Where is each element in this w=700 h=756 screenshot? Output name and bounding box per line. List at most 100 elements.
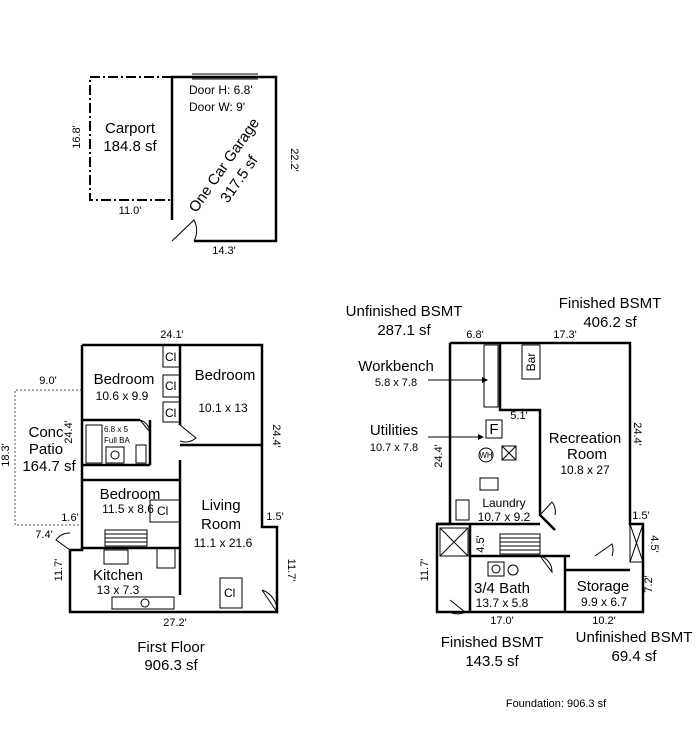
bsmt-window-x2 [629, 523, 644, 563]
kitchen-name: Kitchen [93, 567, 143, 584]
bsmt-unf-bottom-label: Unfinished BSMT [576, 629, 693, 646]
ff-front-door [261, 589, 278, 614]
ff-caption-area: 906.3 sf [144, 657, 198, 674]
garage-door-height: Door H: 6.8' [189, 83, 253, 97]
garage-dim-side: 22.2' [288, 148, 300, 172]
garage-door-width: Door W: 9' [189, 100, 245, 114]
storage-name: Storage [577, 578, 630, 595]
bsmt-bath-sink [487, 561, 505, 577]
bsmt-bar-counter [521, 344, 541, 380]
garage-walls [170, 75, 278, 243]
ff-bed2-door [179, 424, 197, 443]
bsmt-exit-door [449, 599, 466, 615]
living-size: 11.1 x 21.6 [194, 536, 253, 550]
bsmt-dim-top-right: 17.3' [553, 329, 577, 341]
bsmt-rec-left-wall [498, 343, 556, 531]
ff-closet-5 [219, 577, 243, 609]
living-name-line1: Living [201, 497, 240, 514]
bar-label: Bar [524, 353, 538, 372]
bsmt-dim-storage: 7.2' [643, 575, 655, 592]
ff-bath-sink [105, 446, 125, 464]
ff-kitchen-sink [140, 598, 150, 608]
ff-dim-left-jog: 7.4' [35, 529, 52, 541]
ff-kitchen-counter [111, 596, 175, 610]
bsmt-dim-top-left: 6.8' [466, 329, 483, 341]
bsmt-dim-right-lower: 4.5' [648, 535, 660, 552]
bsmt-water-heater [478, 447, 494, 463]
bedroom2-name: Bedroom [195, 367, 256, 384]
carport-dim-side: 16.8' [71, 125, 83, 149]
ff-dim-bottom: 27.2' [163, 617, 187, 629]
bsmt-storage-door [594, 543, 614, 557]
ff-bath-sink-bowl [110, 450, 120, 460]
ff-kitchen-fridge [156, 547, 176, 569]
laundry-size: 10.7 x 9.2 [478, 510, 531, 524]
ff-bath-toilet [135, 444, 147, 464]
ff-dim-right-jog: 1.5' [266, 511, 283, 523]
bsmt-dim-stair: 4.5' [475, 535, 487, 552]
patio-dim-top: 9.0' [39, 375, 56, 387]
bsmt-fin-bottom-label: Finished BSMT [441, 634, 544, 651]
ff-closet-4-label: Cl [157, 504, 168, 518]
ff-closet-2-label: Cl [165, 379, 176, 393]
bsmt-finished-label: Finished BSMT [559, 295, 662, 312]
bsmt-dim-left: 24.4' [433, 444, 445, 468]
ff-bathtub [85, 424, 103, 464]
bsmt-fin-bottom-area: 143.5 sf [465, 653, 519, 670]
laundry-name: Laundry [482, 496, 525, 510]
bsmt-dim-inner: 5.1' [510, 410, 527, 422]
bsmt-bath-door [539, 555, 553, 574]
basement-section: Unfinished BSMT 287.1 sf Finished BSMT 4… [346, 295, 693, 710]
bsmt-bath-toilet [507, 564, 519, 576]
bsmt-shower [439, 527, 469, 557]
bedroom2-size: 10.1 x 13 [198, 401, 248, 415]
rec-size: 10.8 x 27 [560, 463, 610, 477]
carport-area: 184.8 sf [103, 138, 157, 155]
bsmt-stairs [499, 533, 541, 555]
bsmt-bath-sink-bowl [491, 564, 501, 574]
ff-side-door [55, 532, 71, 551]
carport-name: Carport [105, 120, 156, 137]
carport-outline [89, 76, 172, 201]
garage-entry-door [171, 219, 198, 242]
water-heater-label: WH [479, 451, 493, 460]
bsmt-bath-size: 13.7 x 5.8 [476, 596, 529, 610]
ff-closet-3 [162, 401, 181, 423]
bedroom3-name: Bedroom [100, 486, 161, 503]
ff-closet-2 [162, 374, 181, 398]
utilities-size: 10.7 x 7.8 [370, 442, 418, 454]
ff-closet-3-label: Cl [165, 406, 176, 420]
bsmt-workbench [483, 344, 499, 408]
ff-bath-name: Full BA [104, 436, 130, 445]
foundation-total: Foundation: 906.3 sf [506, 698, 607, 710]
ff-closet-4 [149, 499, 181, 523]
ff-dim-left-lower: 11.7' [53, 559, 65, 582]
bsmt-dim-right-jog: 1.5' [632, 510, 649, 522]
ff-dim-left-step: 1.6' [61, 512, 78, 524]
ff-closet-5-label: Cl [224, 586, 235, 600]
bsmt-window-well [629, 523, 644, 563]
workbench-name: Workbench [358, 358, 434, 375]
ff-bed1-door [139, 419, 151, 434]
garage-section: Carport 184.8 sf 16.8' 11.0' Door H: 6.8… [71, 73, 300, 257]
garage-dim-bottom: 14.3' [212, 245, 236, 257]
furnace-label: F [489, 421, 498, 438]
bsmt-unfinished-area: 287.1 sf [377, 322, 431, 339]
utilities-name: Utilities [370, 422, 418, 439]
bsmt-furnace-box [485, 419, 503, 439]
ff-dim-right-upper: 24.4' [270, 424, 282, 448]
workbench-arrowhead [482, 377, 488, 383]
ff-dim-left-upper: 24.4' [63, 420, 75, 444]
bedroom1-size: 10.6 x 9.9 [96, 389, 149, 403]
bsmt-finished-area: 406.2 sf [583, 314, 637, 331]
bedroom1-name: Bedroom [94, 371, 155, 388]
carport-dim-bottom: 11.0' [119, 205, 142, 217]
ff-stairs [104, 529, 148, 547]
bsmt-unfinished-label: Unfinished BSMT [346, 303, 463, 320]
storage-size: 9.9 x 6.7 [581, 595, 627, 609]
ff-caption-title: First Floor [137, 639, 205, 656]
bsmt-dim-right: 24.4' [631, 422, 643, 446]
workbench-size: 5.8 x 7.8 [375, 377, 417, 389]
bsmt-shower-x2 [439, 527, 469, 557]
